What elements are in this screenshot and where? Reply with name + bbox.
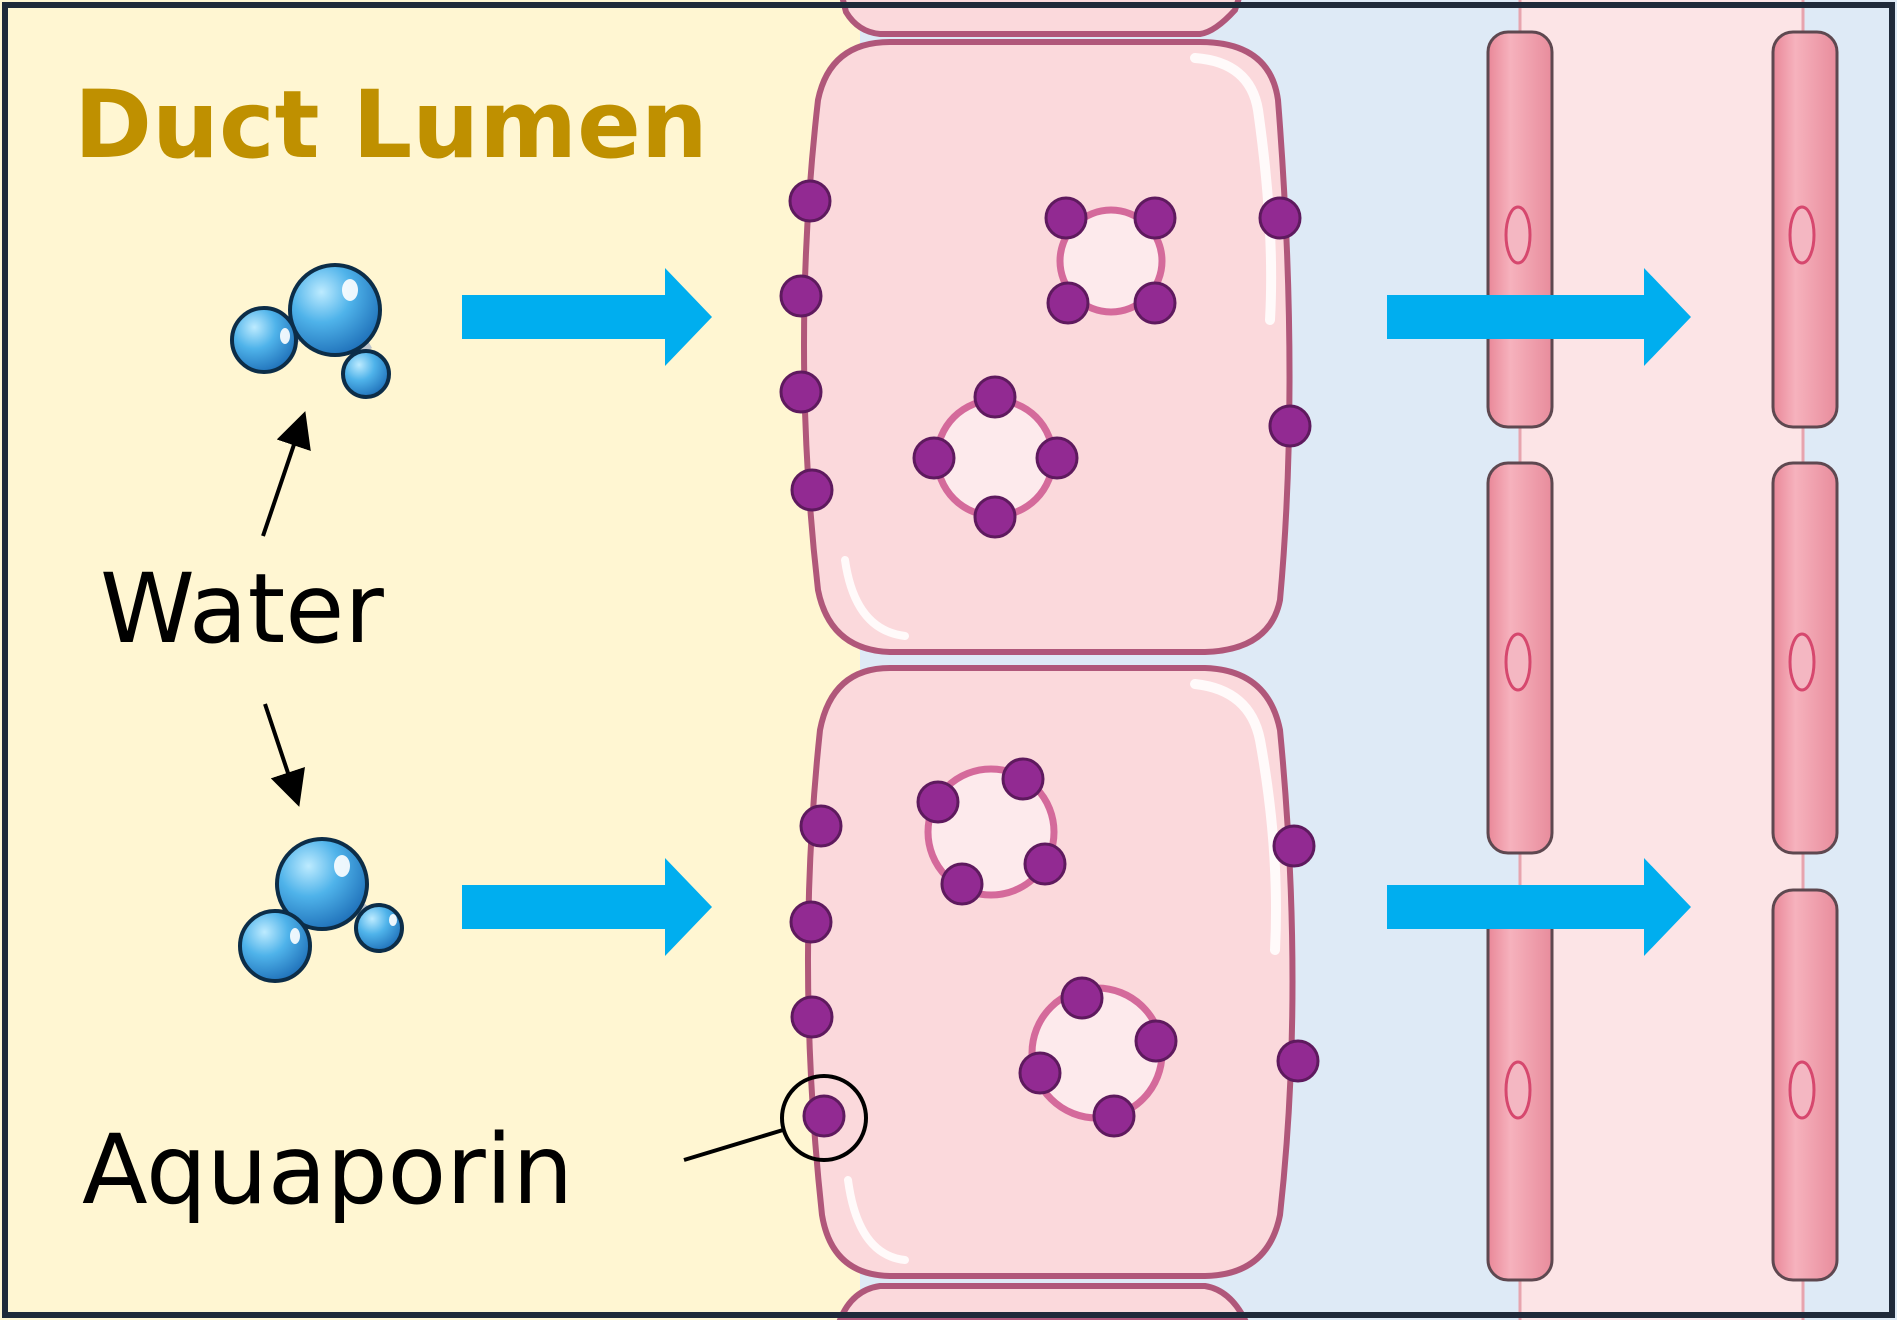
endothelial-cell [1486,888,1554,1282]
endothelial-cell [1771,30,1839,429]
aquaporin-icon [1272,824,1316,868]
aquaporin-icon [1268,404,1312,448]
aquaporin-label: Aquaporin [82,1114,573,1226]
aquaporin-icon [779,370,823,414]
arrow-right-icon [462,268,712,366]
aquaporin-icon [788,179,832,223]
flow-arrows [462,268,1691,956]
lumen-background [0,0,860,1320]
endothelial-cell [1771,461,1839,855]
water-molecule-icon [230,263,391,399]
arrow-right-icon [462,858,712,956]
capillary-band [1520,0,1803,1320]
vesicles [912,196,1178,1138]
endothelial-cell [1486,461,1554,855]
aquaporin-icon [789,900,833,944]
cell-highlight [841,556,909,640]
water-pointer-down [263,703,305,807]
endothelial-cell [1771,888,1839,1282]
cell-highlight [844,1176,909,1264]
cell-highlight [1190,679,1281,955]
aquaporin-icon [790,468,834,512]
epithelial-cell-lower [804,665,1296,1279]
aquaporin-icon [1276,1039,1320,1083]
water-label: Water [100,553,384,665]
aquaporin-pointer-line [683,1128,784,1162]
vesicle-icon [916,757,1067,906]
cell-highlight [1190,53,1277,325]
aquaporin-icon [799,804,843,848]
aquaporin-icon [1258,196,1302,240]
epithelial-cell-partial-bottom [836,1283,1249,1320]
aquaporin-icon [802,1094,846,1138]
epithelial-cell-partial-top [839,0,1242,37]
vesicle-icon [1018,976,1178,1138]
aquaporin-highlight-ring [780,1074,868,1162]
diagram-title: Duct Lumen [74,71,708,180]
endothelial-cells [1486,30,1839,1282]
water-molecule-icon [238,837,404,983]
vesicle-icon [1044,196,1177,325]
aquaporin-icon [790,995,834,1039]
membrane-aquaporins [779,179,1320,1162]
water-pointer-up [261,411,311,537]
arrow-right-icon [1387,858,1691,956]
endothelial-cell [1486,30,1554,429]
arrow-right-icon [1387,268,1691,366]
vesicle-icon [912,375,1079,539]
aquaporin-icon [779,274,823,318]
epithelial-cell-upper [801,39,1293,655]
